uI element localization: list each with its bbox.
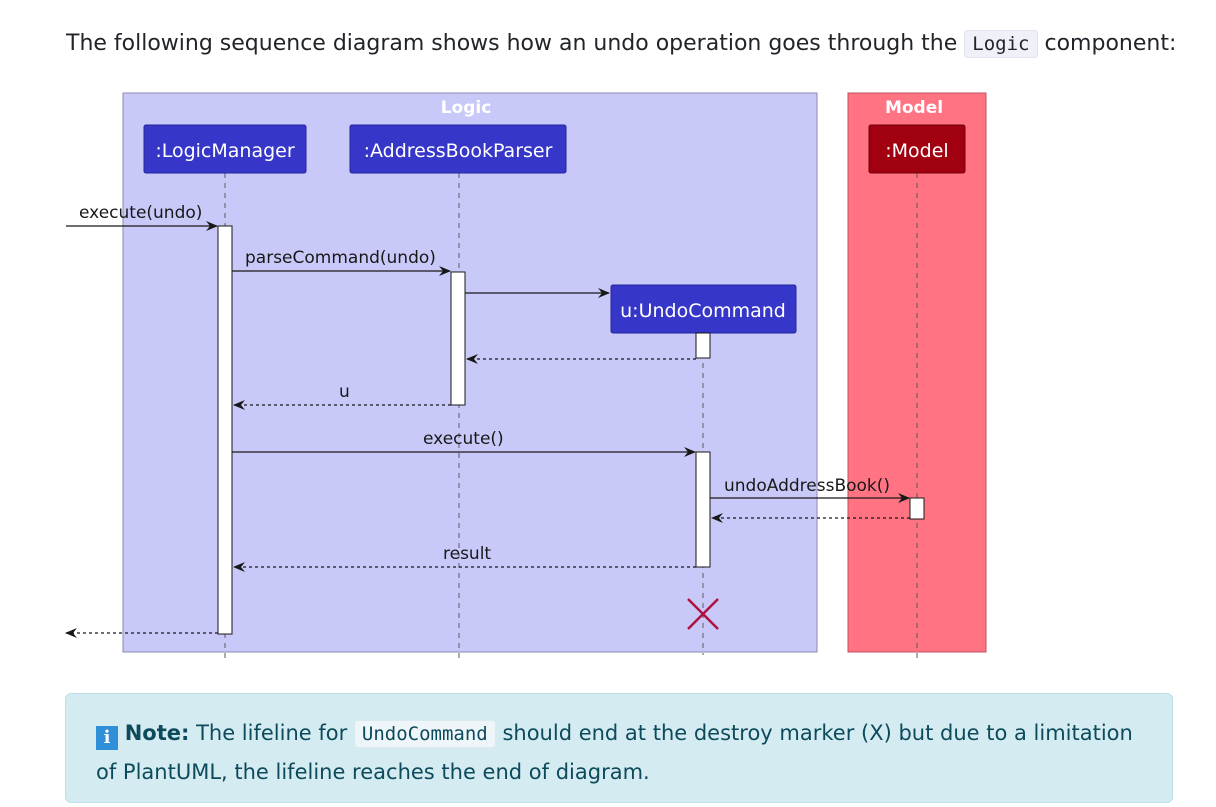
participant-parser xyxy=(349,124,567,174)
sequence-diagram: Logic Model :LogicManager :AddressBookPa… xyxy=(65,92,987,662)
note-text-after: should end at the destroy marker (X) but… xyxy=(96,721,1133,784)
label-return-u: u xyxy=(339,382,350,402)
label-execute-undo: execute(undo) xyxy=(79,203,202,223)
destroy-marker xyxy=(687,598,719,630)
info-icon: i xyxy=(96,726,118,750)
model-group-title: Model xyxy=(885,98,943,118)
note-text-before: The lifeline for xyxy=(196,721,348,745)
activation-model xyxy=(909,497,925,520)
intro-text: The following sequence diagram shows how… xyxy=(66,26,1176,62)
activation-logic-manager xyxy=(217,225,233,635)
participant-model-label: :Model xyxy=(885,140,948,162)
participant-logic-manager xyxy=(143,124,307,174)
participant-model xyxy=(868,124,966,174)
participant-undo-command-label: u:UndoCommand xyxy=(620,300,786,322)
label-execute: execute() xyxy=(423,429,504,449)
note-label: Note: xyxy=(124,721,190,745)
intro-before: The following sequence diagram shows how… xyxy=(66,31,958,56)
label-parse-command: parseCommand(undo) xyxy=(245,248,436,268)
intro-after: component: xyxy=(1044,31,1177,56)
note-box: i Note: The lifeline for UndoCommand sho… xyxy=(65,693,1173,803)
activation-parser xyxy=(450,271,466,406)
participant-parser-label: :AddressBookParser xyxy=(364,140,553,162)
activation-undo-command-create xyxy=(695,332,711,359)
label-undo-address-book: undoAddressBook() xyxy=(724,476,890,496)
participant-logic-manager-label: :LogicManager xyxy=(155,140,295,162)
logic-code: Logic xyxy=(964,30,1038,58)
label-result: result xyxy=(443,544,491,564)
activation-undo-command xyxy=(695,451,711,568)
logic-group-title: Logic xyxy=(441,98,492,118)
undo-command-code: UndoCommand xyxy=(353,720,496,748)
